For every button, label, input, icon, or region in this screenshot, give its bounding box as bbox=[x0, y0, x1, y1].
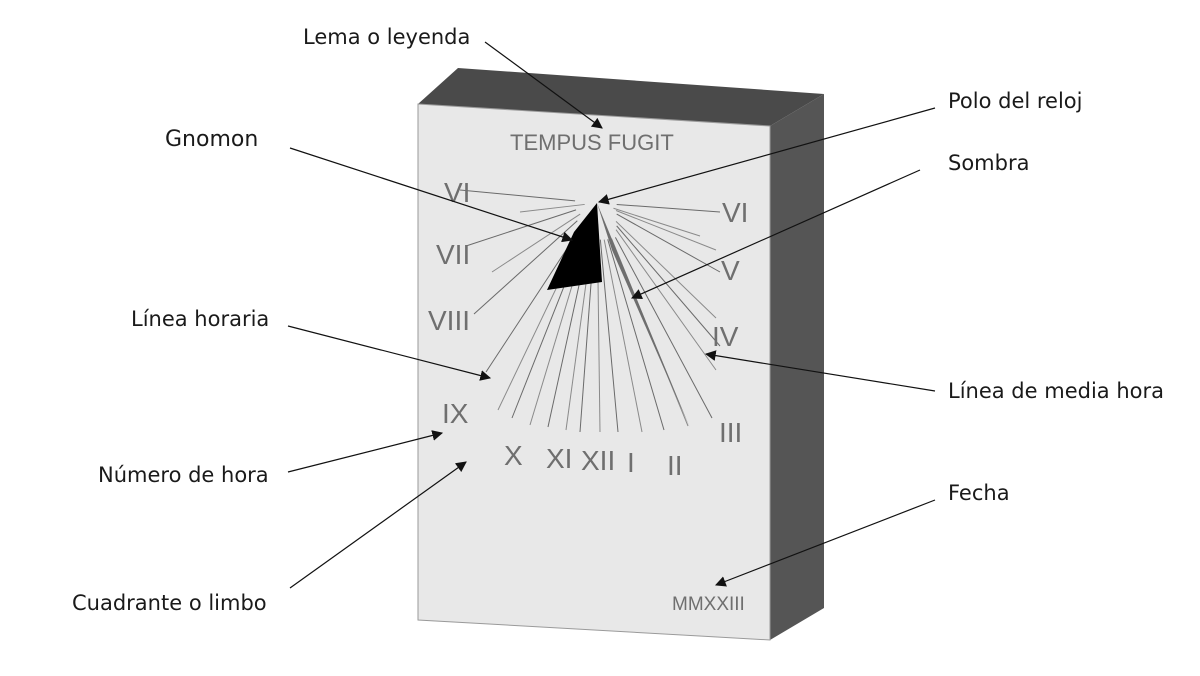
half-hour-line bbox=[615, 229, 717, 371]
hour-numeral-xi: XI bbox=[546, 443, 572, 474]
callouts: Lema o leyenda Polo del reloj Gnomon Som… bbox=[72, 25, 1164, 615]
block-side bbox=[770, 94, 824, 640]
hour-line bbox=[485, 229, 580, 373]
half-hour-line bbox=[491, 213, 581, 273]
callout-hour-number: Número de hora bbox=[98, 463, 269, 487]
hour-line bbox=[614, 237, 713, 419]
shadow bbox=[597, 203, 690, 428]
half-hour-line bbox=[613, 207, 701, 237]
callout-gnomon: Gnomon bbox=[165, 127, 258, 152]
hour-numeral-i: I bbox=[627, 447, 635, 478]
leader-shadow bbox=[631, 169, 921, 299]
half-hour-line bbox=[615, 210, 717, 251]
callout-shadow: Sombra bbox=[948, 151, 1029, 175]
half-hour-line bbox=[603, 239, 643, 433]
hour-numeral-vi-left: VI bbox=[444, 177, 470, 208]
hour-numeral-xii: XII bbox=[581, 445, 615, 476]
stone-block bbox=[417, 68, 824, 641]
hour-line bbox=[465, 209, 577, 247]
hour-line bbox=[599, 239, 619, 433]
hour-numeral-viii: VIII bbox=[428, 305, 470, 336]
block-top bbox=[418, 68, 824, 126]
leader-hour-line bbox=[287, 325, 492, 381]
leader-dial bbox=[289, 461, 467, 589]
date-text: MMXXIII bbox=[672, 594, 745, 615]
hour-line bbox=[616, 203, 721, 213]
hour-line bbox=[459, 189, 576, 202]
hour-numeral-iii: III bbox=[719, 417, 742, 448]
motto-text: TEMPUS FUGIT bbox=[510, 130, 674, 155]
half-hour-line bbox=[615, 221, 717, 319]
leader-motto bbox=[484, 41, 603, 129]
leader-date bbox=[714, 499, 936, 587]
hour-numeral-x: X bbox=[504, 440, 523, 471]
half-hour-line bbox=[519, 203, 585, 213]
leader-pole bbox=[597, 107, 936, 205]
leader-half-hour-line bbox=[704, 350, 936, 392]
hour-numeral-v: V bbox=[721, 255, 740, 286]
hour-numeral-vii: VII bbox=[436, 239, 470, 270]
callout-date: Fecha bbox=[948, 481, 1010, 505]
dial-face bbox=[417, 103, 771, 641]
callout-motto: Lema o leyenda bbox=[303, 25, 470, 49]
leader-hour-number bbox=[287, 430, 444, 473]
leader-gnomon bbox=[289, 147, 574, 243]
hour-numeral-ii: II bbox=[667, 450, 683, 481]
gnomon bbox=[547, 203, 602, 290]
hour-line bbox=[607, 239, 665, 431]
hour-numeral-vi-right: VI bbox=[722, 197, 748, 228]
hour-line bbox=[616, 225, 721, 347]
callout-half-hour-line: Línea de media hora bbox=[948, 379, 1164, 403]
hour-numeral-iv: IV bbox=[712, 321, 739, 352]
callout-dial: Cuadrante o limbo bbox=[72, 591, 267, 615]
hour-numeral-ix: IX bbox=[442, 398, 469, 429]
hour-line bbox=[616, 213, 721, 273]
callout-hour-line: Línea horaria bbox=[131, 307, 269, 331]
leader-lines bbox=[287, 41, 936, 589]
hour-numerals: VI VII VIII IX X XI XII I II III IV V VI bbox=[428, 177, 748, 481]
callout-pole: Polo del reloj bbox=[948, 89, 1083, 113]
